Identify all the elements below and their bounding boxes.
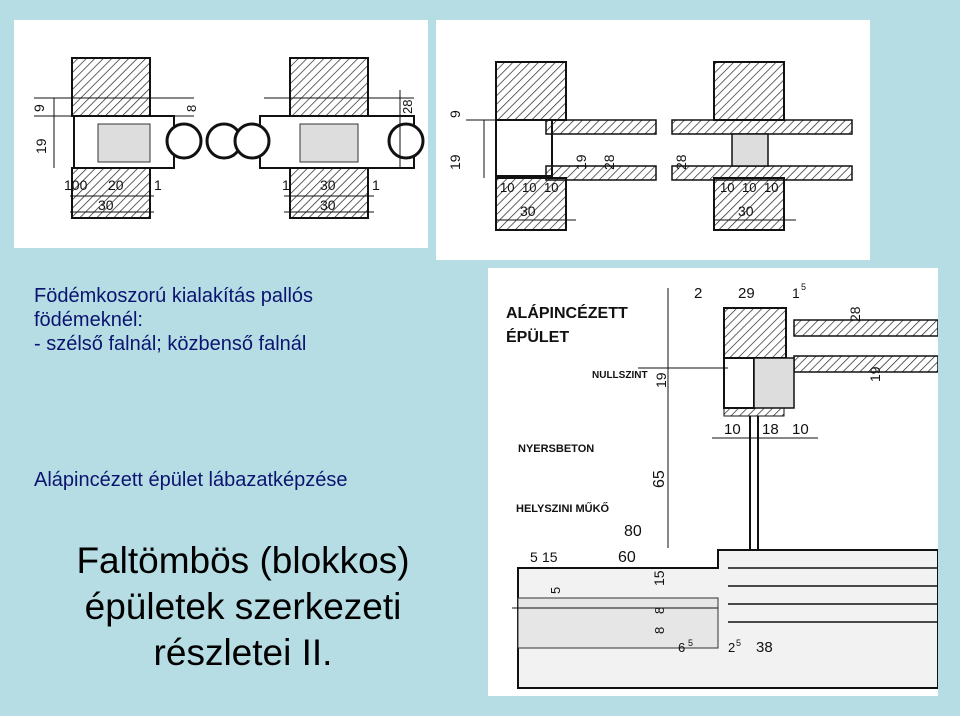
dim-label: 5 <box>801 282 806 292</box>
dim-label: 20 <box>108 177 124 193</box>
subtitle-line: Födémkoszorú kialakítás pallós <box>34 285 314 307</box>
dim-label: 6 <box>678 640 685 655</box>
dim-label: 10 <box>500 180 514 195</box>
dim-label: 19 <box>447 154 463 170</box>
dim-label: 5 <box>548 587 563 594</box>
drawing-label: HELYSZINI MŰKŐ <box>516 502 610 515</box>
dim-label: 5 <box>736 638 741 648</box>
dim-label: 1 <box>282 177 290 193</box>
subtitle-slab-rim: Födémkoszorú kialakítás pallós födémekné… <box>34 284 313 356</box>
dim-label: 65 <box>651 470 668 488</box>
title-line: Faltömbös (blokkos) <box>76 540 410 581</box>
dim-label: 80 <box>624 523 642 540</box>
dim-label: 18 <box>762 421 779 438</box>
dim-label: 10 <box>522 180 536 195</box>
dim-label: 8 <box>652 607 667 614</box>
drawing-slab-edge-detail: 9 19 8 100 20 1 30 28 1 30 1 30 <box>14 20 428 248</box>
dim-label: 30 <box>320 197 336 213</box>
dim-label: 5 <box>688 638 693 648</box>
dim-label: 100 <box>64 177 88 193</box>
title-line: épületek szerkezeti <box>84 586 402 627</box>
dim-label: 1 <box>792 285 800 301</box>
subtitle-line: födémeknél: <box>34 309 143 331</box>
subtitle-basement-plinth: Alápincézett épület lábazatképzése <box>34 469 348 491</box>
drawing-label: NYERSBETON <box>518 443 594 455</box>
dim-label: 8 <box>652 627 667 634</box>
dim-label: 10 <box>792 421 809 438</box>
drawing-label: ALÁPINCÉZETT <box>506 303 628 322</box>
dim-label: 15 <box>542 549 558 565</box>
dim-label: 29 <box>738 285 755 302</box>
dim-label: 28 <box>673 154 689 170</box>
dim-label: 8 <box>184 105 199 112</box>
dim-label: 10 <box>720 180 734 195</box>
dim-label: 2 <box>694 285 702 302</box>
dim-label: 5 <box>530 549 538 565</box>
dim-label: 10 <box>764 180 778 195</box>
dim-label: 10 <box>742 180 756 195</box>
dim-label: 28 <box>400 100 415 114</box>
dim-label: 10 <box>724 421 741 438</box>
drawing-label: NULLSZINT <box>592 370 648 381</box>
dim-label: 9 <box>31 104 47 112</box>
dim-label: 30 <box>520 203 536 219</box>
slide-title: Faltömbös (blokkos) épületek szerkezeti … <box>28 538 458 676</box>
dim-label: 19 <box>573 154 589 170</box>
dim-label: 15 <box>651 570 667 586</box>
dim-label: 2 <box>728 640 735 655</box>
dim-label: 30 <box>738 203 754 219</box>
dim-label: 60 <box>618 549 636 566</box>
dim-label: 30 <box>320 177 336 193</box>
dim-label: 28 <box>601 154 617 170</box>
subtitle-line: - szélső falnál; közbenső falnál <box>34 333 307 355</box>
dim-label: 9 <box>447 110 463 118</box>
dim-label: 19 <box>867 366 883 382</box>
dim-label: 28 <box>847 306 863 322</box>
dim-label: 30 <box>98 197 114 213</box>
dim-label: 1 <box>372 177 380 193</box>
dim-label: 10 <box>544 180 558 195</box>
dim-label: 19 <box>33 138 49 154</box>
dim-label: 1 <box>154 177 162 193</box>
title-line: részletei II. <box>153 632 333 673</box>
drawing-label: ÉPÜLET <box>506 327 569 346</box>
dim-label: 19 <box>653 372 669 388</box>
drawing-plank-slab-detail: 9 19 19 28 10 10 10 30 28 10 10 10 30 <box>436 20 870 260</box>
drawing-basement-plinth-detail: ALÁPINCÉZETT ÉPÜLET NULLSZINT NYERSBETON… <box>488 268 938 696</box>
dim-label: 38 <box>756 639 773 656</box>
